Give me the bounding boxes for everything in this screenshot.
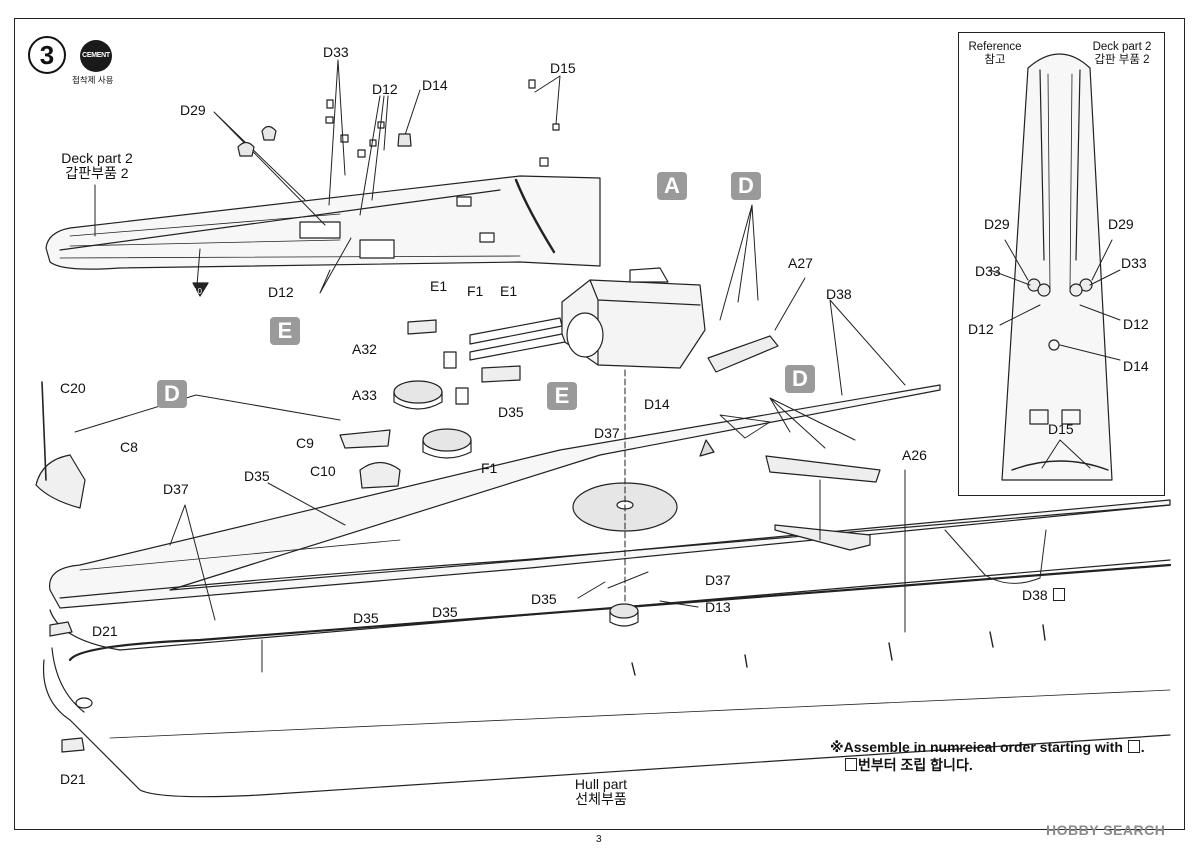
small-parts-top bbox=[192, 79, 560, 297]
turret-rings bbox=[393, 380, 472, 459]
tag-e-right: E bbox=[547, 382, 577, 410]
reference-deck-label-en: Deck part 2 bbox=[1092, 41, 1152, 53]
label-d35-a: D35 bbox=[498, 404, 524, 420]
tag-d-right: D bbox=[785, 365, 815, 393]
label-d37-b: D37 bbox=[163, 481, 189, 497]
ref-label-d33-left: D33 bbox=[975, 263, 1001, 279]
tag-d-top: D bbox=[731, 172, 761, 200]
barbette-disc bbox=[572, 369, 678, 627]
reference-title-en: Reference bbox=[968, 41, 1022, 53]
leader-lines-mid bbox=[74, 204, 1047, 673]
assembly-note: ※Assemble in numreical order starting wi… bbox=[830, 738, 1145, 774]
label-d38-b: D38 bbox=[1022, 588, 1066, 603]
tag-a: A bbox=[657, 172, 687, 200]
label-a26: A26 bbox=[902, 447, 927, 463]
a27-a26-parts bbox=[699, 335, 881, 483]
label-c9: C9 bbox=[296, 435, 314, 451]
reference-box bbox=[958, 32, 1165, 496]
label-a32: A32 bbox=[352, 341, 377, 357]
label-d38-a: D38 bbox=[826, 286, 852, 302]
deck-part-label: Deck part 2 갑판부품 2 bbox=[52, 151, 142, 181]
label-a27: A27 bbox=[788, 255, 813, 271]
label-c8: C8 bbox=[120, 439, 138, 455]
page-number: 3 bbox=[596, 834, 602, 845]
label-d29-top: D29 bbox=[180, 102, 206, 118]
label-d35-e: D35 bbox=[531, 591, 557, 607]
label-c10: C10 bbox=[310, 463, 336, 479]
label-e1-b: E1 bbox=[500, 283, 518, 299]
assembly-note-line2-text: 번부터 조립 합니다. bbox=[858, 757, 973, 773]
label-d14-mid: D14 bbox=[644, 396, 670, 412]
assembly-note-period: . bbox=[1140, 739, 1145, 755]
ref-label-d12-left: D12 bbox=[968, 321, 994, 337]
deck-part-label-en: Deck part 2 bbox=[61, 150, 133, 166]
label-a33: A33 bbox=[352, 387, 377, 403]
cement-icon: CEMENT bbox=[80, 40, 112, 72]
reference-deck-drawing bbox=[989, 53, 1121, 481]
ref-label-d12-right: D12 bbox=[1123, 316, 1149, 332]
label-d12-top: D12 bbox=[372, 81, 398, 97]
page-frame bbox=[14, 18, 1185, 830]
label-d13: D13 bbox=[705, 599, 731, 615]
label-d37-c: D37 bbox=[705, 572, 731, 588]
cement-note: 접착제 사용 bbox=[72, 75, 114, 85]
reference-deck-label: Deck part 2 갑판 부품 2 bbox=[1084, 41, 1160, 67]
hull-part-label-ko: 선체부품 bbox=[575, 791, 627, 807]
label-f1-a: F1 bbox=[467, 283, 484, 299]
step-marker-box bbox=[1052, 588, 1065, 601]
step-marker-box bbox=[845, 758, 857, 771]
label-d37-a: D37 bbox=[594, 425, 620, 441]
reference-deck-label-ko: 갑판 부품 2 bbox=[1094, 54, 1150, 66]
label-e1-a: E1 bbox=[430, 278, 448, 294]
ref-label-d29-left: D29 bbox=[984, 216, 1010, 232]
label-d35-b: D35 bbox=[244, 468, 270, 484]
label-f1-b: F1 bbox=[481, 460, 498, 476]
step-marker-box bbox=[1127, 740, 1140, 753]
reference-title-ko: 참고 bbox=[984, 54, 1006, 66]
leader-lines-top bbox=[94, 59, 561, 294]
label-d15-top: D15 bbox=[550, 60, 576, 76]
assembly-note-line2: 번부터 조립 합니다. bbox=[830, 756, 1145, 774]
label-d21-b: D21 bbox=[60, 771, 86, 787]
ref-label-d15: D15 bbox=[1048, 421, 1074, 437]
tag-e-left: E bbox=[270, 317, 300, 345]
label-d33: D33 bbox=[323, 44, 349, 60]
hull-deck-drawing bbox=[42, 384, 1172, 798]
bow-rail-parts bbox=[35, 381, 401, 509]
marker-10: 10 bbox=[193, 287, 202, 296]
step-number: 3 bbox=[28, 36, 66, 74]
watermark: HOBBY SEARCH bbox=[1046, 822, 1166, 838]
label-d12-bottom: D12 bbox=[268, 284, 294, 300]
d21-parts bbox=[49, 621, 93, 753]
ref-label-d33-right: D33 bbox=[1121, 255, 1147, 271]
tag-d-left: D bbox=[157, 380, 187, 408]
assembly-note-line1-text: ※Assemble in numreical order starting wi… bbox=[830, 739, 1123, 755]
e-parts bbox=[407, 319, 521, 405]
label-c20: C20 bbox=[60, 380, 86, 396]
ref-label-d14: D14 bbox=[1123, 358, 1149, 374]
label-d35-c: D35 bbox=[353, 610, 379, 626]
reference-title: Reference 참고 bbox=[962, 41, 1028, 67]
ref-label-d29-right: D29 bbox=[1108, 216, 1134, 232]
label-d38-b-text: D38 bbox=[1022, 587, 1048, 603]
label-d35-d: D35 bbox=[432, 604, 458, 620]
hull-part-label-en: Hull part bbox=[574, 776, 628, 792]
turret-a-drawing bbox=[469, 267, 706, 369]
assembly-note-line1: ※Assemble in numreical order starting wi… bbox=[830, 738, 1145, 756]
label-d21-a: D21 bbox=[92, 623, 118, 639]
deck-part-label-ko: 갑판부품 2 bbox=[65, 165, 129, 181]
hull-part-label: Hull part 선체부품 bbox=[556, 777, 646, 807]
label-d14-top: D14 bbox=[422, 77, 448, 93]
